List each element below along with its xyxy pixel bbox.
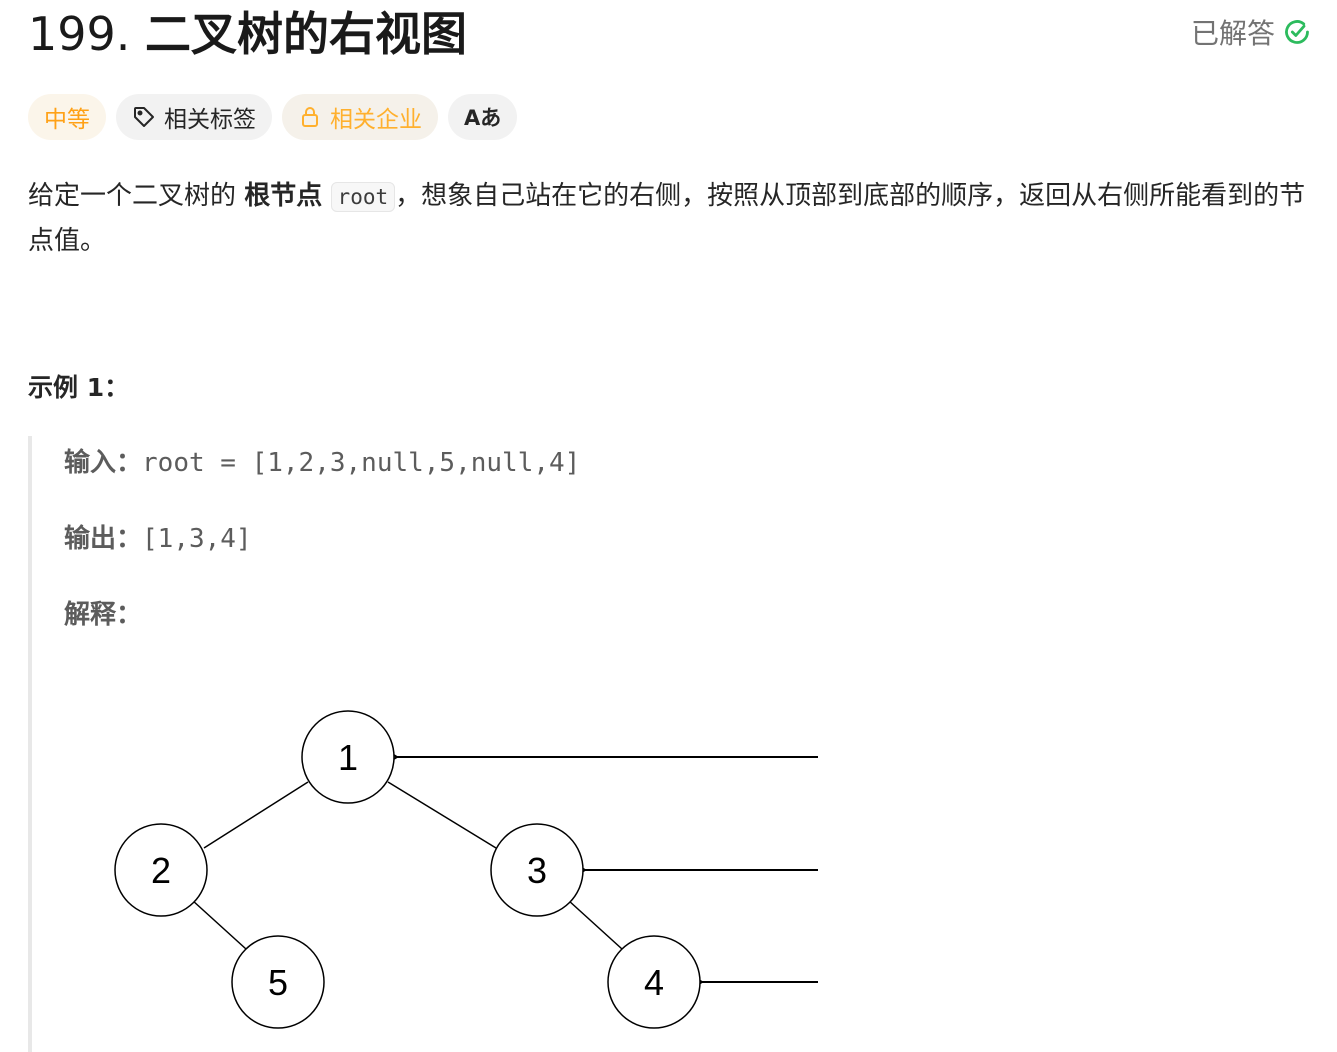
example-block: 输入：root = [1,2,3,null,5,null,4] 输出：[1,3,… — [28, 436, 1032, 1052]
desc-bold: 根节点 — [244, 181, 323, 211]
edge-1-2 — [203, 781, 309, 849]
related-companies-label: 相关企业 — [330, 107, 422, 133]
desc-text-1: 给定一个二叉树的 — [28, 181, 245, 211]
edge-2-5 — [191, 899, 247, 950]
tree-node-5: 5 — [231, 935, 325, 1029]
problem-title: 199. 二叉树的右视图 — [28, 6, 467, 62]
example-explain: 解释： — [64, 594, 142, 631]
solved-status: 已解答 — [1191, 12, 1311, 52]
edge-1-3 — [387, 781, 497, 849]
related-tags-label: 相关标签 — [164, 107, 256, 133]
explain-label: 解释： — [64, 600, 143, 630]
output-value: [1,3,4] — [142, 524, 252, 554]
translate-button[interactable]: Aあ — [448, 94, 518, 140]
related-companies-button[interactable]: 相关企业 — [282, 94, 438, 140]
example-input: 输入：root = [1,2,3,null,5,null,4] — [64, 442, 580, 479]
tree-node-4: 4 — [607, 935, 701, 1029]
difficulty-label: 中等 — [44, 107, 90, 133]
difficulty-badge: 中等 — [28, 94, 106, 140]
edge-3-4 — [567, 899, 623, 950]
node-label: 5 — [268, 962, 288, 1003]
input-value: root = [1,2,3,null,5,null,4] — [142, 448, 581, 478]
tag-icon — [134, 107, 154, 127]
node-label: 1 — [338, 737, 358, 778]
problem-number: 199. — [28, 7, 131, 61]
lock-icon — [302, 107, 318, 127]
node-label: 3 — [527, 850, 547, 891]
tree-node-2: 2 — [114, 823, 208, 917]
tree-node-1: 1 — [301, 710, 395, 804]
solved-label: 已解答 — [1190, 17, 1275, 50]
desc-text-2: ，想象自己站在它的右侧，按照从顶部到底部的顺序，返回从右侧所能看到的节点值。 — [28, 181, 1306, 256]
node-label: 4 — [644, 962, 664, 1003]
tree-node-3: 3 — [490, 823, 584, 917]
example-output: 输出：[1,3,4] — [64, 518, 252, 555]
node-label: 2 — [151, 850, 171, 891]
problem-description: 给定一个二叉树的 根节点 root，想象自己站在它的右侧，按照从顶部到底部的顺序… — [28, 174, 1308, 263]
tag-bar: 中等 相关标签 相关企业 Aあ — [28, 94, 518, 140]
problem-name: 二叉树的右视图 — [145, 7, 468, 61]
desc-code: root — [330, 182, 396, 212]
example-title: 示例 1： — [28, 373, 130, 402]
check-circle-icon — [1285, 20, 1309, 44]
output-label: 输出： — [64, 524, 143, 554]
input-label: 输入： — [64, 448, 143, 478]
tree-diagram: 1 2 3 5 4 — [114, 710, 818, 1029]
translate-icon: Aあ — [464, 106, 502, 130]
related-tags-button[interactable]: 相关标签 — [116, 94, 272, 140]
